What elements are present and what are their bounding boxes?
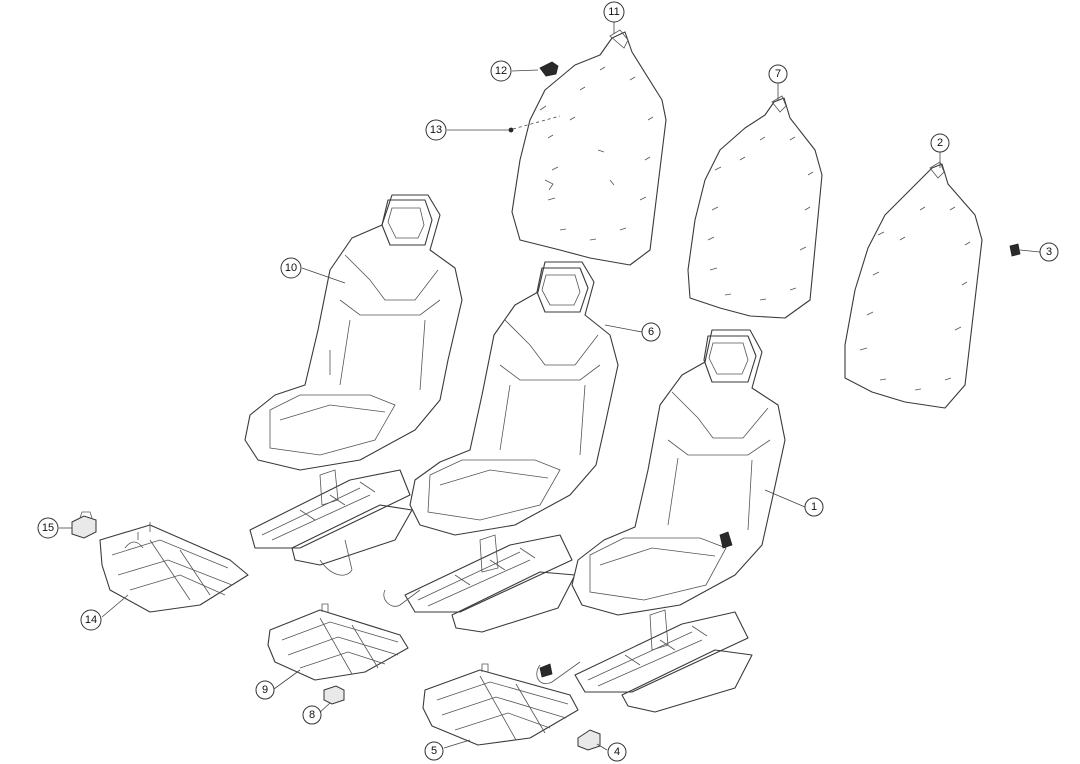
seat-back-panel-7 <box>687 95 823 319</box>
callout-label: 3 <box>1046 246 1052 258</box>
callout-label: 1 <box>811 501 817 513</box>
cushion-frame-9 <box>267 603 409 681</box>
leader-lines <box>59 22 1041 751</box>
callout-5: 5 <box>424 741 444 761</box>
callout-10: 10 <box>280 257 302 279</box>
callout-label: 11 <box>608 6 619 18</box>
callout-9: 9 <box>255 680 275 700</box>
callout-label: 5 <box>431 745 437 757</box>
clip-3 <box>1009 243 1021 257</box>
callout-2: 2 <box>930 133 950 153</box>
callout-15: 15 <box>37 517 59 539</box>
callout-8: 8 <box>302 705 322 725</box>
callout-7: 7 <box>768 64 788 84</box>
cushion-frame-5 <box>422 663 579 746</box>
callout-label: 10 <box>285 262 297 274</box>
seat-assembly-10 <box>244 194 463 576</box>
callout-label: 15 <box>42 522 54 534</box>
component-15 <box>71 511 97 539</box>
callout-label: 14 <box>85 614 97 626</box>
callout-label: 2 <box>937 137 943 149</box>
clip-12 <box>539 61 559 77</box>
component-4 <box>577 729 601 751</box>
callout-14: 14 <box>80 609 102 631</box>
callout-label: 13 <box>430 124 442 136</box>
callout-label: 12 <box>495 65 507 77</box>
component-8 <box>323 685 345 705</box>
callout-13: 13 <box>425 119 447 141</box>
callout-label: 7 <box>775 68 781 80</box>
callout-label: 8 <box>309 709 315 721</box>
seat-assembly-6 <box>383 261 619 633</box>
callout-3: 3 <box>1039 242 1059 262</box>
seat-back-panel-2 <box>844 161 983 409</box>
callout-12: 12 <box>490 60 512 82</box>
callout-label: 9 <box>262 684 268 696</box>
callout-11: 11 <box>603 1 625 23</box>
callout-label: 6 <box>648 326 654 338</box>
callout-label: 4 <box>614 746 620 758</box>
seat-assembly-1 <box>536 329 786 713</box>
seat-back-panel-11 <box>511 29 667 266</box>
clip-13 <box>508 127 514 133</box>
callout-4: 4 <box>607 742 627 762</box>
cushion-frame-14 <box>99 522 249 613</box>
callout-6: 6 <box>641 322 661 342</box>
callout-1: 1 <box>804 497 824 517</box>
